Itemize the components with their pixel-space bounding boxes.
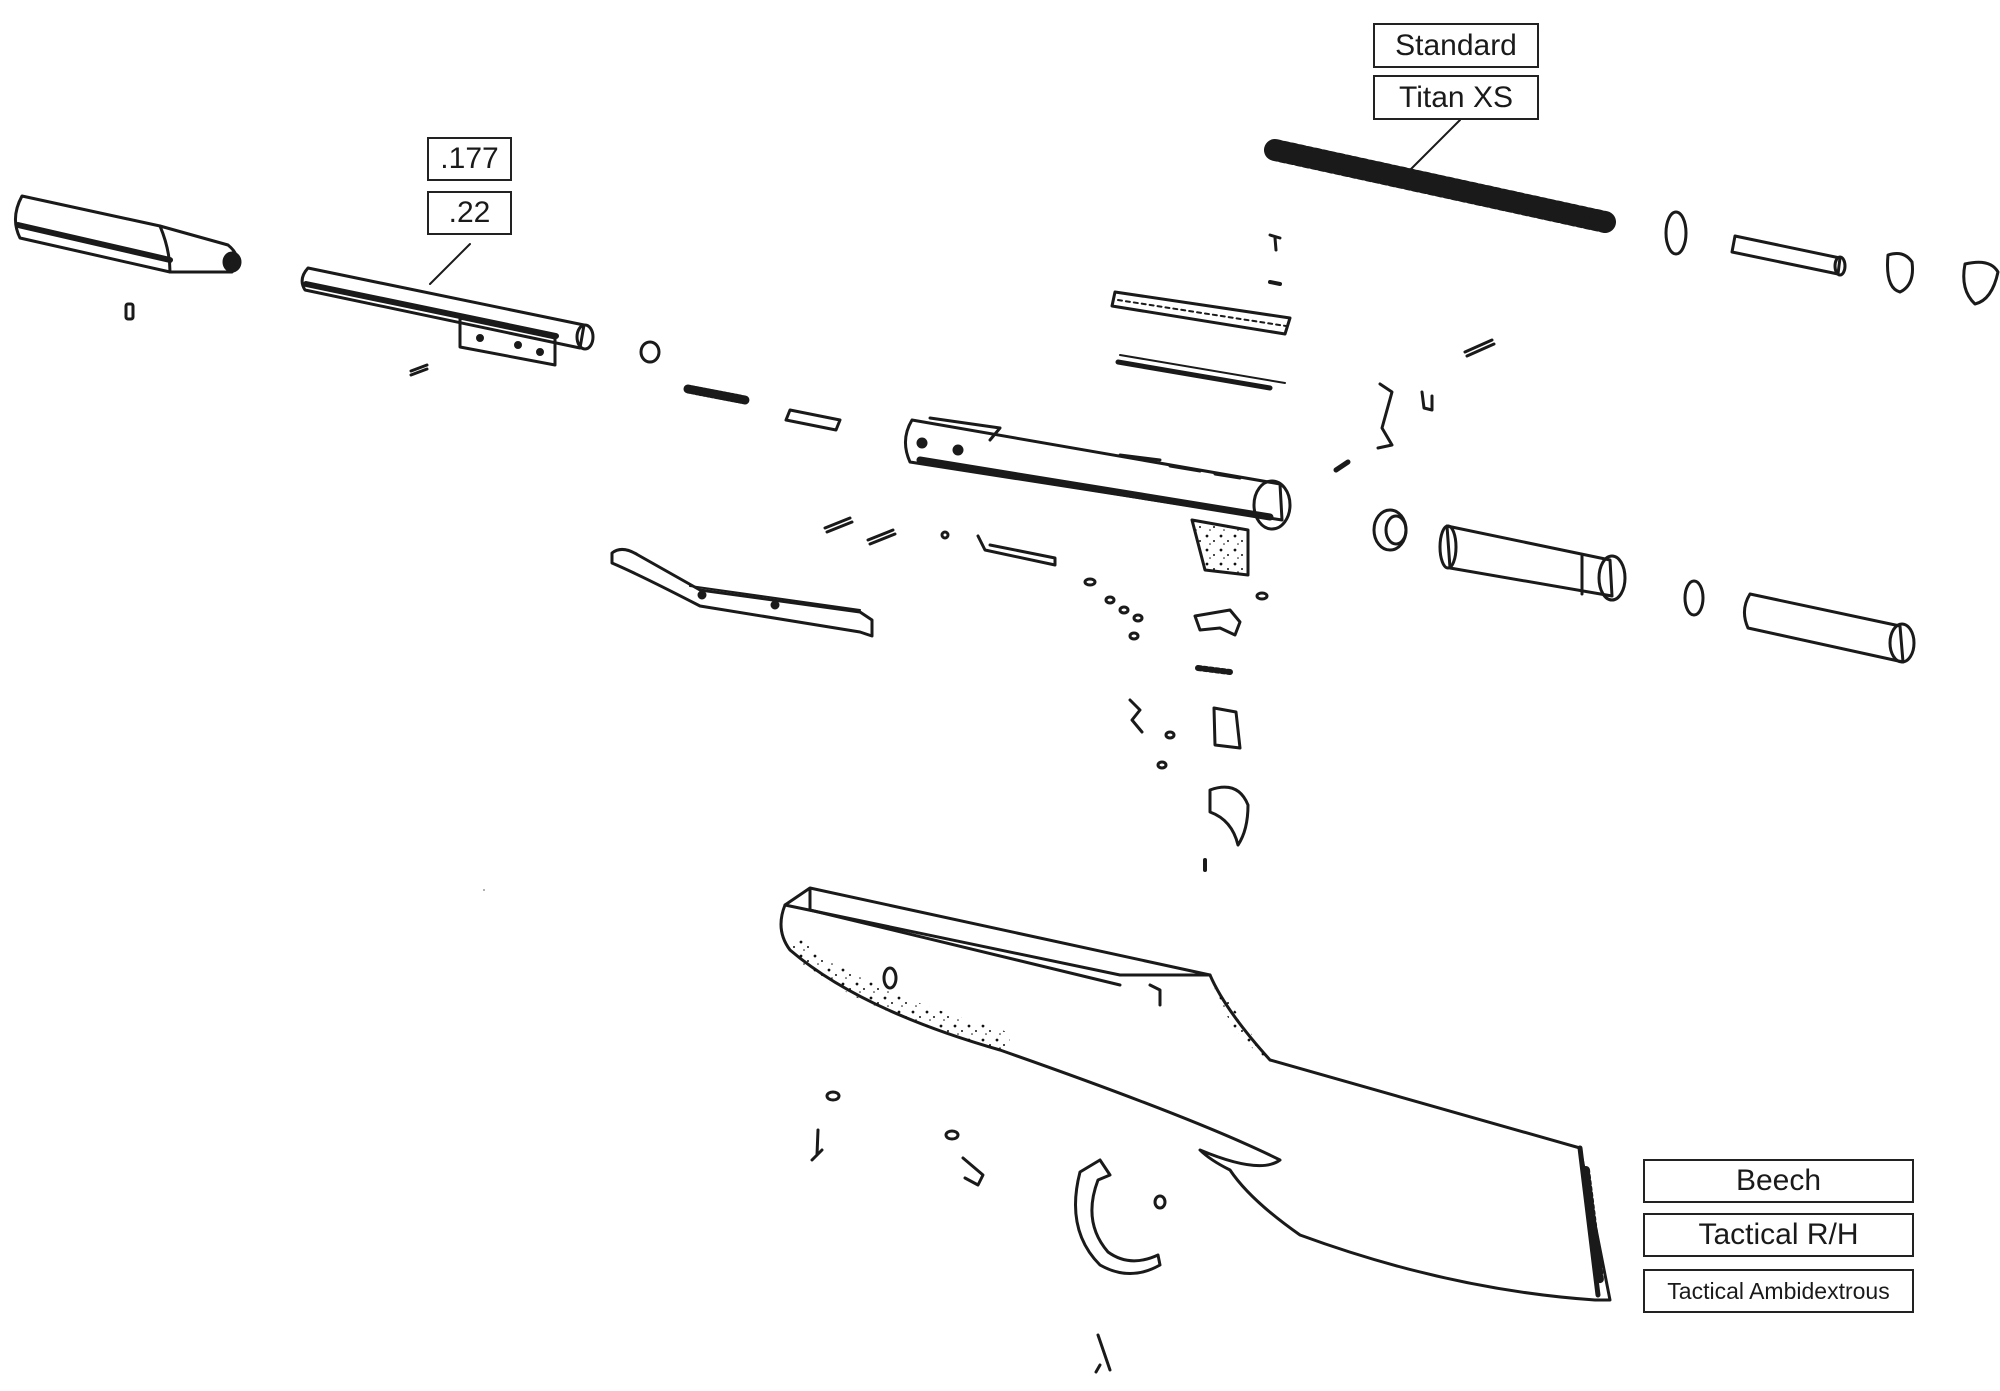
piston-seal <box>1683 579 1705 617</box>
sear-spring <box>1195 665 1233 675</box>
barrel <box>300 266 595 367</box>
spring-clip <box>1420 390 1434 412</box>
label-177[interactable]: .177 <box>427 137 512 181</box>
trigger-block <box>1212 706 1242 750</box>
guard-washer-1 <box>825 1090 841 1102</box>
cocking-lever <box>610 548 874 638</box>
compression-tube <box>1743 592 1916 664</box>
lever-screw <box>1333 459 1351 473</box>
spring-guide-end <box>1833 255 1847 277</box>
receiver <box>904 416 1292 577</box>
cocking-pin <box>1463 338 1496 358</box>
lever-pin-2 <box>866 528 897 546</box>
end-plug <box>1886 252 1914 294</box>
trigger-rod <box>976 534 1057 567</box>
label-titan-xs[interactable]: Titan XS <box>1373 75 1539 120</box>
sear <box>1193 608 1242 637</box>
small-pin <box>124 302 135 321</box>
barrel-leader-line <box>429 243 471 285</box>
forend-cap <box>14 194 242 274</box>
label-tactical-rh[interactable]: Tactical R/H <box>1643 1213 1914 1257</box>
safety-lever <box>1376 382 1394 450</box>
end-cap <box>1962 260 2000 306</box>
rail-screw <box>1268 233 1282 252</box>
small-spring <box>683 384 750 405</box>
label-standard[interactable]: Standard <box>1373 23 1539 68</box>
trigger-small-parts <box>1083 577 1269 770</box>
guard-washer-2 <box>944 1129 960 1141</box>
scope-rail <box>1110 290 1292 391</box>
lever-screw-small <box>940 530 950 540</box>
spring-leader-line <box>1409 119 1461 171</box>
breech-seal <box>639 340 661 364</box>
guard-screw-3 <box>1094 1333 1112 1374</box>
barrel-pin <box>409 363 429 377</box>
stray-mark <box>483 889 485 891</box>
label-22[interactable]: .22 <box>427 191 512 235</box>
trigger-guard <box>1074 1158 1162 1275</box>
piston-assembly <box>1372 508 1627 602</box>
trigger-blade <box>1208 785 1250 847</box>
label-tactical-ambidextrous[interactable]: Tactical Ambidextrous <box>1643 1269 1914 1313</box>
spring-washer <box>1664 210 1688 256</box>
spring-guide <box>1730 234 1842 276</box>
label-beech[interactable]: Beech <box>1643 1159 1914 1203</box>
guard-screw-1 <box>810 1128 824 1162</box>
rail-washer <box>1268 280 1282 286</box>
lever-pin-1 <box>823 516 854 534</box>
trigger-spring <box>1128 698 1144 734</box>
mainspring <box>1264 139 1616 233</box>
stock <box>779 886 1612 1302</box>
guard-screw-2 <box>961 1156 985 1187</box>
latch-block <box>784 408 842 432</box>
guard-washer-3 <box>1153 1194 1167 1210</box>
